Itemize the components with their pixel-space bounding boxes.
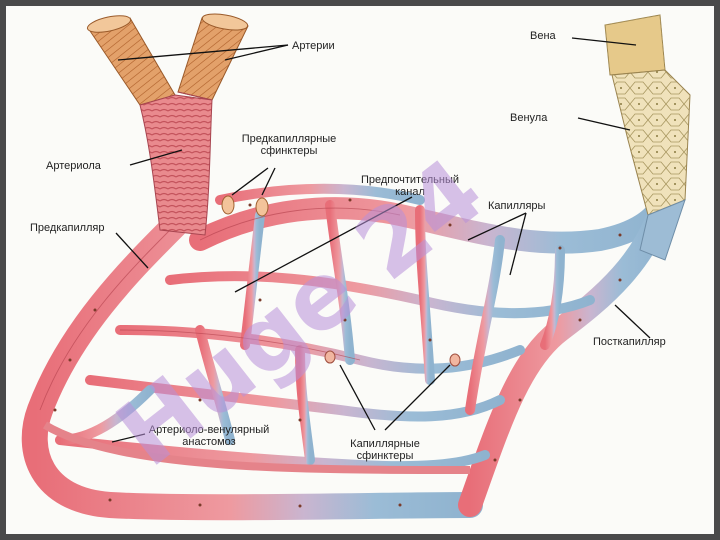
label-capillary-sphincters-line1: Капиллярные bbox=[350, 438, 420, 450]
vein-venule bbox=[604, 14, 691, 261]
anastomosis-vessel bbox=[42, 421, 471, 474]
label-arteries: Артерии bbox=[292, 40, 335, 52]
label-vein: Вена bbox=[530, 30, 556, 42]
precapillary-sphincters bbox=[221, 195, 269, 217]
label-precapillary-sphincters: Предкапиллярные сфинктеры bbox=[234, 133, 344, 157]
label-capillaries: Капилляры bbox=[488, 200, 546, 212]
label-venule: Венула bbox=[510, 112, 548, 124]
label-anastomosis: Артериоло-венулярный анастомоз bbox=[120, 424, 298, 448]
arteriole bbox=[139, 91, 213, 236]
label-postcapillary: Посткапилляр bbox=[593, 336, 666, 348]
label-precapillary: Предкапилляр bbox=[30, 222, 105, 234]
label-thoroughfare-line1: Предпочтительный bbox=[360, 174, 459, 186]
label-precapillary-sphincters-line1: Предкапиллярные bbox=[241, 133, 337, 145]
label-thoroughfare-channel: Предпочтительный канал bbox=[335, 174, 485, 198]
label-precapillary-sphincters-line2: сфинктеры bbox=[260, 145, 318, 157]
capillary-sphincters bbox=[324, 350, 461, 367]
label-thoroughfare-line2: канал bbox=[395, 186, 425, 198]
label-capillary-sphincters: Капиллярные сфинктеры bbox=[330, 438, 440, 462]
label-capillary-sphincters-line2: сфинктеры bbox=[356, 450, 414, 462]
label-arteriole: Артериола bbox=[46, 160, 101, 172]
arteries bbox=[86, 13, 249, 106]
label-anastomosis-line1: Артериоло-венулярный bbox=[148, 424, 270, 436]
label-anastomosis-line2: анастомоз bbox=[182, 436, 236, 448]
leader-lines bbox=[111, 37, 651, 443]
